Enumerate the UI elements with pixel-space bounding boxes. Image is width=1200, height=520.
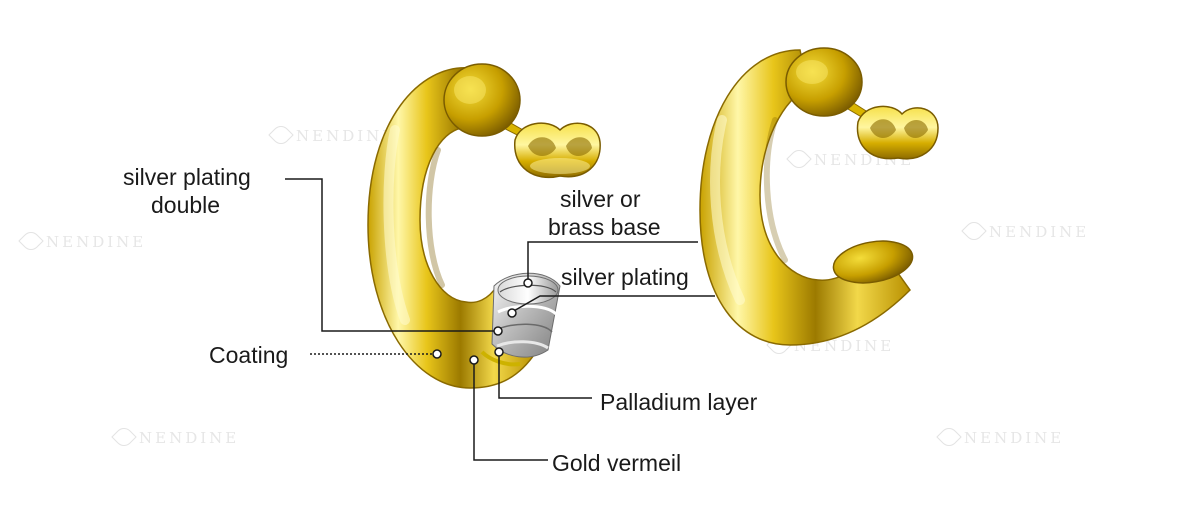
leader-palladium bbox=[498, 352, 592, 399]
dot-base bbox=[523, 278, 533, 288]
dot-gold-vermeil bbox=[469, 355, 479, 365]
label-silver-plating-double-line1: silver plating bbox=[123, 164, 251, 190]
butterfly-back bbox=[514, 122, 601, 179]
left-earring bbox=[367, 63, 601, 389]
watermark: NENDINE bbox=[18, 228, 146, 254]
leader-silver-plating-double bbox=[285, 178, 498, 332]
leader-base bbox=[527, 241, 698, 282]
right-earring bbox=[699, 47, 939, 346]
label-silver-plating: silver plating bbox=[561, 264, 689, 290]
dot-palladium bbox=[494, 347, 504, 357]
watermark: NENDINE bbox=[961, 218, 1089, 244]
hoop-top-cap bbox=[785, 47, 863, 117]
hoop-bottom-cap bbox=[832, 240, 914, 284]
label-base-line2: brass base bbox=[548, 214, 661, 240]
dot-silver-plating-double bbox=[493, 326, 503, 336]
leader-gold-vermeil bbox=[473, 360, 548, 461]
label-silver-plating-double-line2: double bbox=[151, 192, 221, 218]
watermark: NENDINE bbox=[268, 122, 396, 148]
dot-coating bbox=[432, 349, 442, 359]
leader-dots bbox=[432, 278, 533, 365]
label-base-line1: silver or bbox=[560, 186, 641, 212]
leader-lines bbox=[285, 178, 715, 461]
label-gold-vermeil: Gold vermeil bbox=[552, 450, 682, 476]
watermark: NENDINE bbox=[936, 424, 1064, 450]
label-coating: Coating bbox=[209, 342, 289, 368]
dot-silver-plating bbox=[507, 308, 517, 318]
hoop-top-cap bbox=[443, 63, 521, 137]
watermark: NENDINE bbox=[111, 424, 239, 450]
leader-silver-plating bbox=[511, 295, 715, 313]
label-palladium-layer: Palladium layer bbox=[600, 389, 758, 415]
butterfly-back bbox=[856, 105, 939, 160]
